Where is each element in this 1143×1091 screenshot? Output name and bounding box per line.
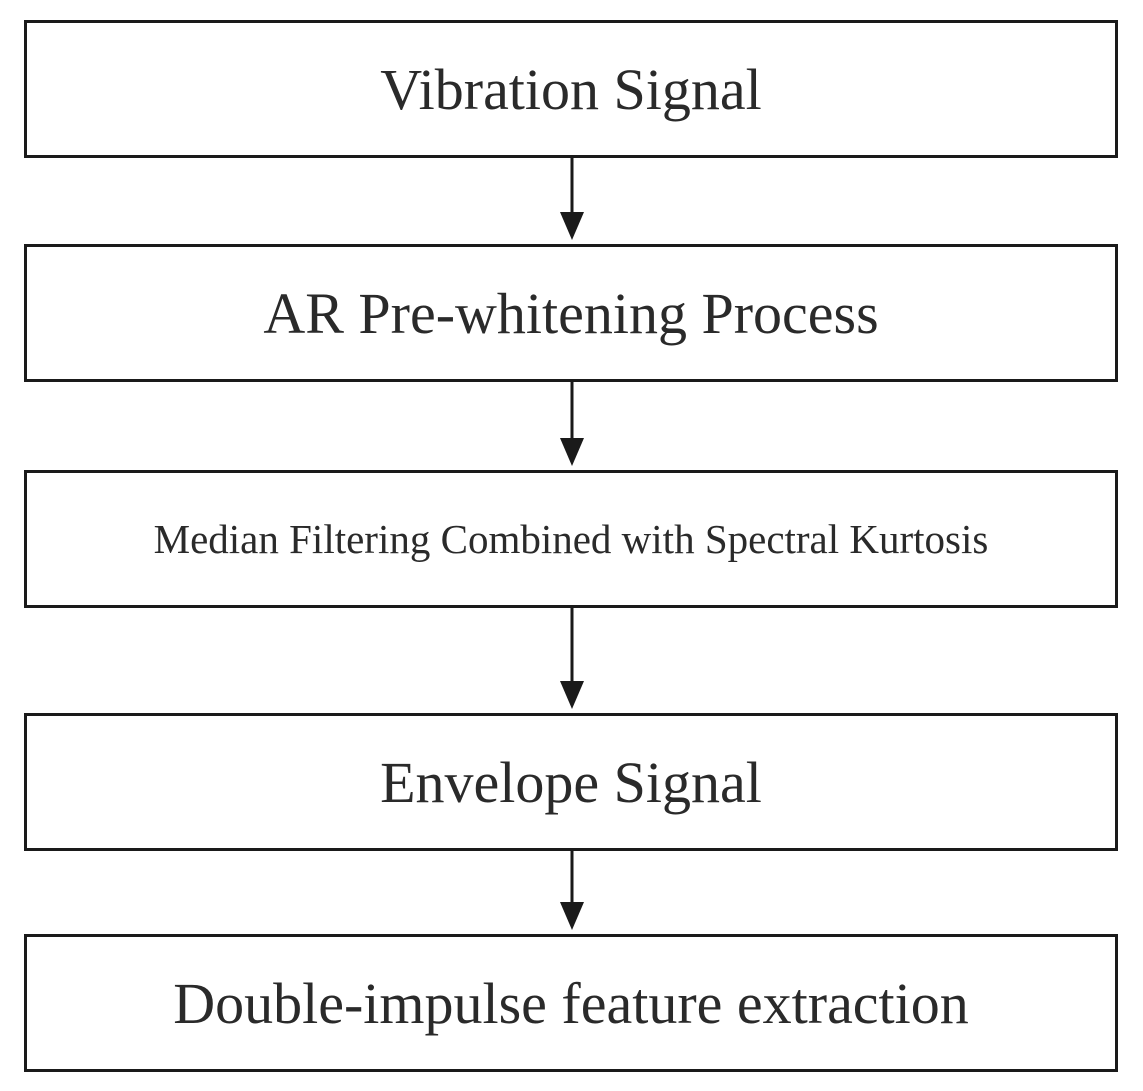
step-label: Envelope Signal <box>380 749 762 815</box>
step-box-median-filtering-spectral-kurtosis: Median Filtering Combined with Spectral … <box>24 470 1118 608</box>
step-box-double-impulse-feature-extraction: Double-impulse feature extraction <box>24 934 1118 1072</box>
arrow-3 <box>560 608 584 709</box>
step-label: Double-impulse feature extraction <box>173 970 969 1036</box>
step-box-ar-pre-whitening: AR Pre-whitening Process <box>24 244 1118 382</box>
step-box-envelope-signal: Envelope Signal <box>24 713 1118 851</box>
arrow-4 <box>560 851 584 930</box>
step-label: Vibration Signal <box>380 56 762 122</box>
arrow-2 <box>560 382 584 466</box>
step-label: AR Pre-whitening Process <box>263 280 879 346</box>
arrow-1 <box>560 158 584 240</box>
step-label: Median Filtering Combined with Spectral … <box>153 516 989 562</box>
step-box-vibration-signal: Vibration Signal <box>24 20 1118 158</box>
